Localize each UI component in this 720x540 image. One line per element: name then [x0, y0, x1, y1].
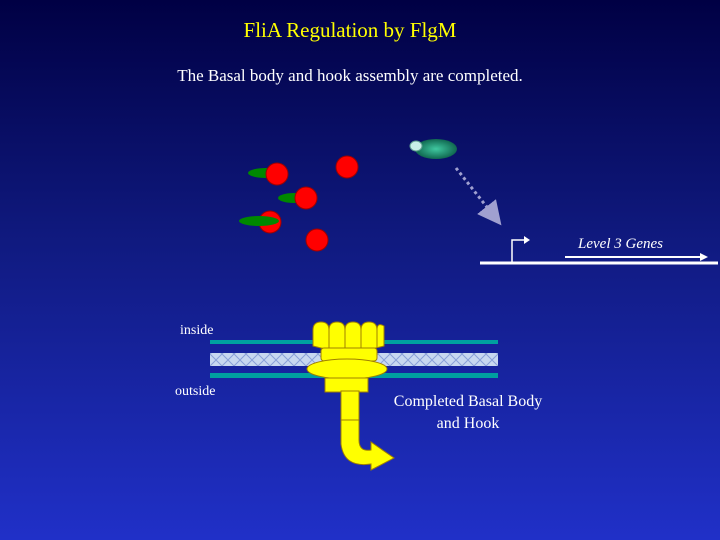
flgm-molecule [305, 228, 329, 252]
outside-label: outside [175, 384, 216, 399]
gene-promoter [480, 236, 718, 265]
gene-label: Level 3 Genes [578, 236, 663, 252]
basal-body-label-line2: and Hook [436, 415, 500, 432]
flia-flgm-complex [248, 162, 289, 186]
rna-polymerase [409, 139, 457, 159]
page-title: FliA Regulation by FlgM [243, 18, 457, 42]
subtitle: The Basal body and hook assembly are com… [177, 66, 523, 85]
basal-body-label: Completed Basal Body and Hook [368, 391, 568, 435]
basal-body [306, 321, 388, 422]
dashed-arrow [454, 167, 502, 226]
flia-flgm-complex [239, 210, 282, 234]
basal-body-label-line1: Completed Basal Body [393, 393, 543, 410]
flgm-molecule [335, 155, 359, 179]
inside-label: inside [180, 323, 214, 338]
flia-flgm-complex [278, 186, 318, 210]
hook [340, 419, 395, 471]
